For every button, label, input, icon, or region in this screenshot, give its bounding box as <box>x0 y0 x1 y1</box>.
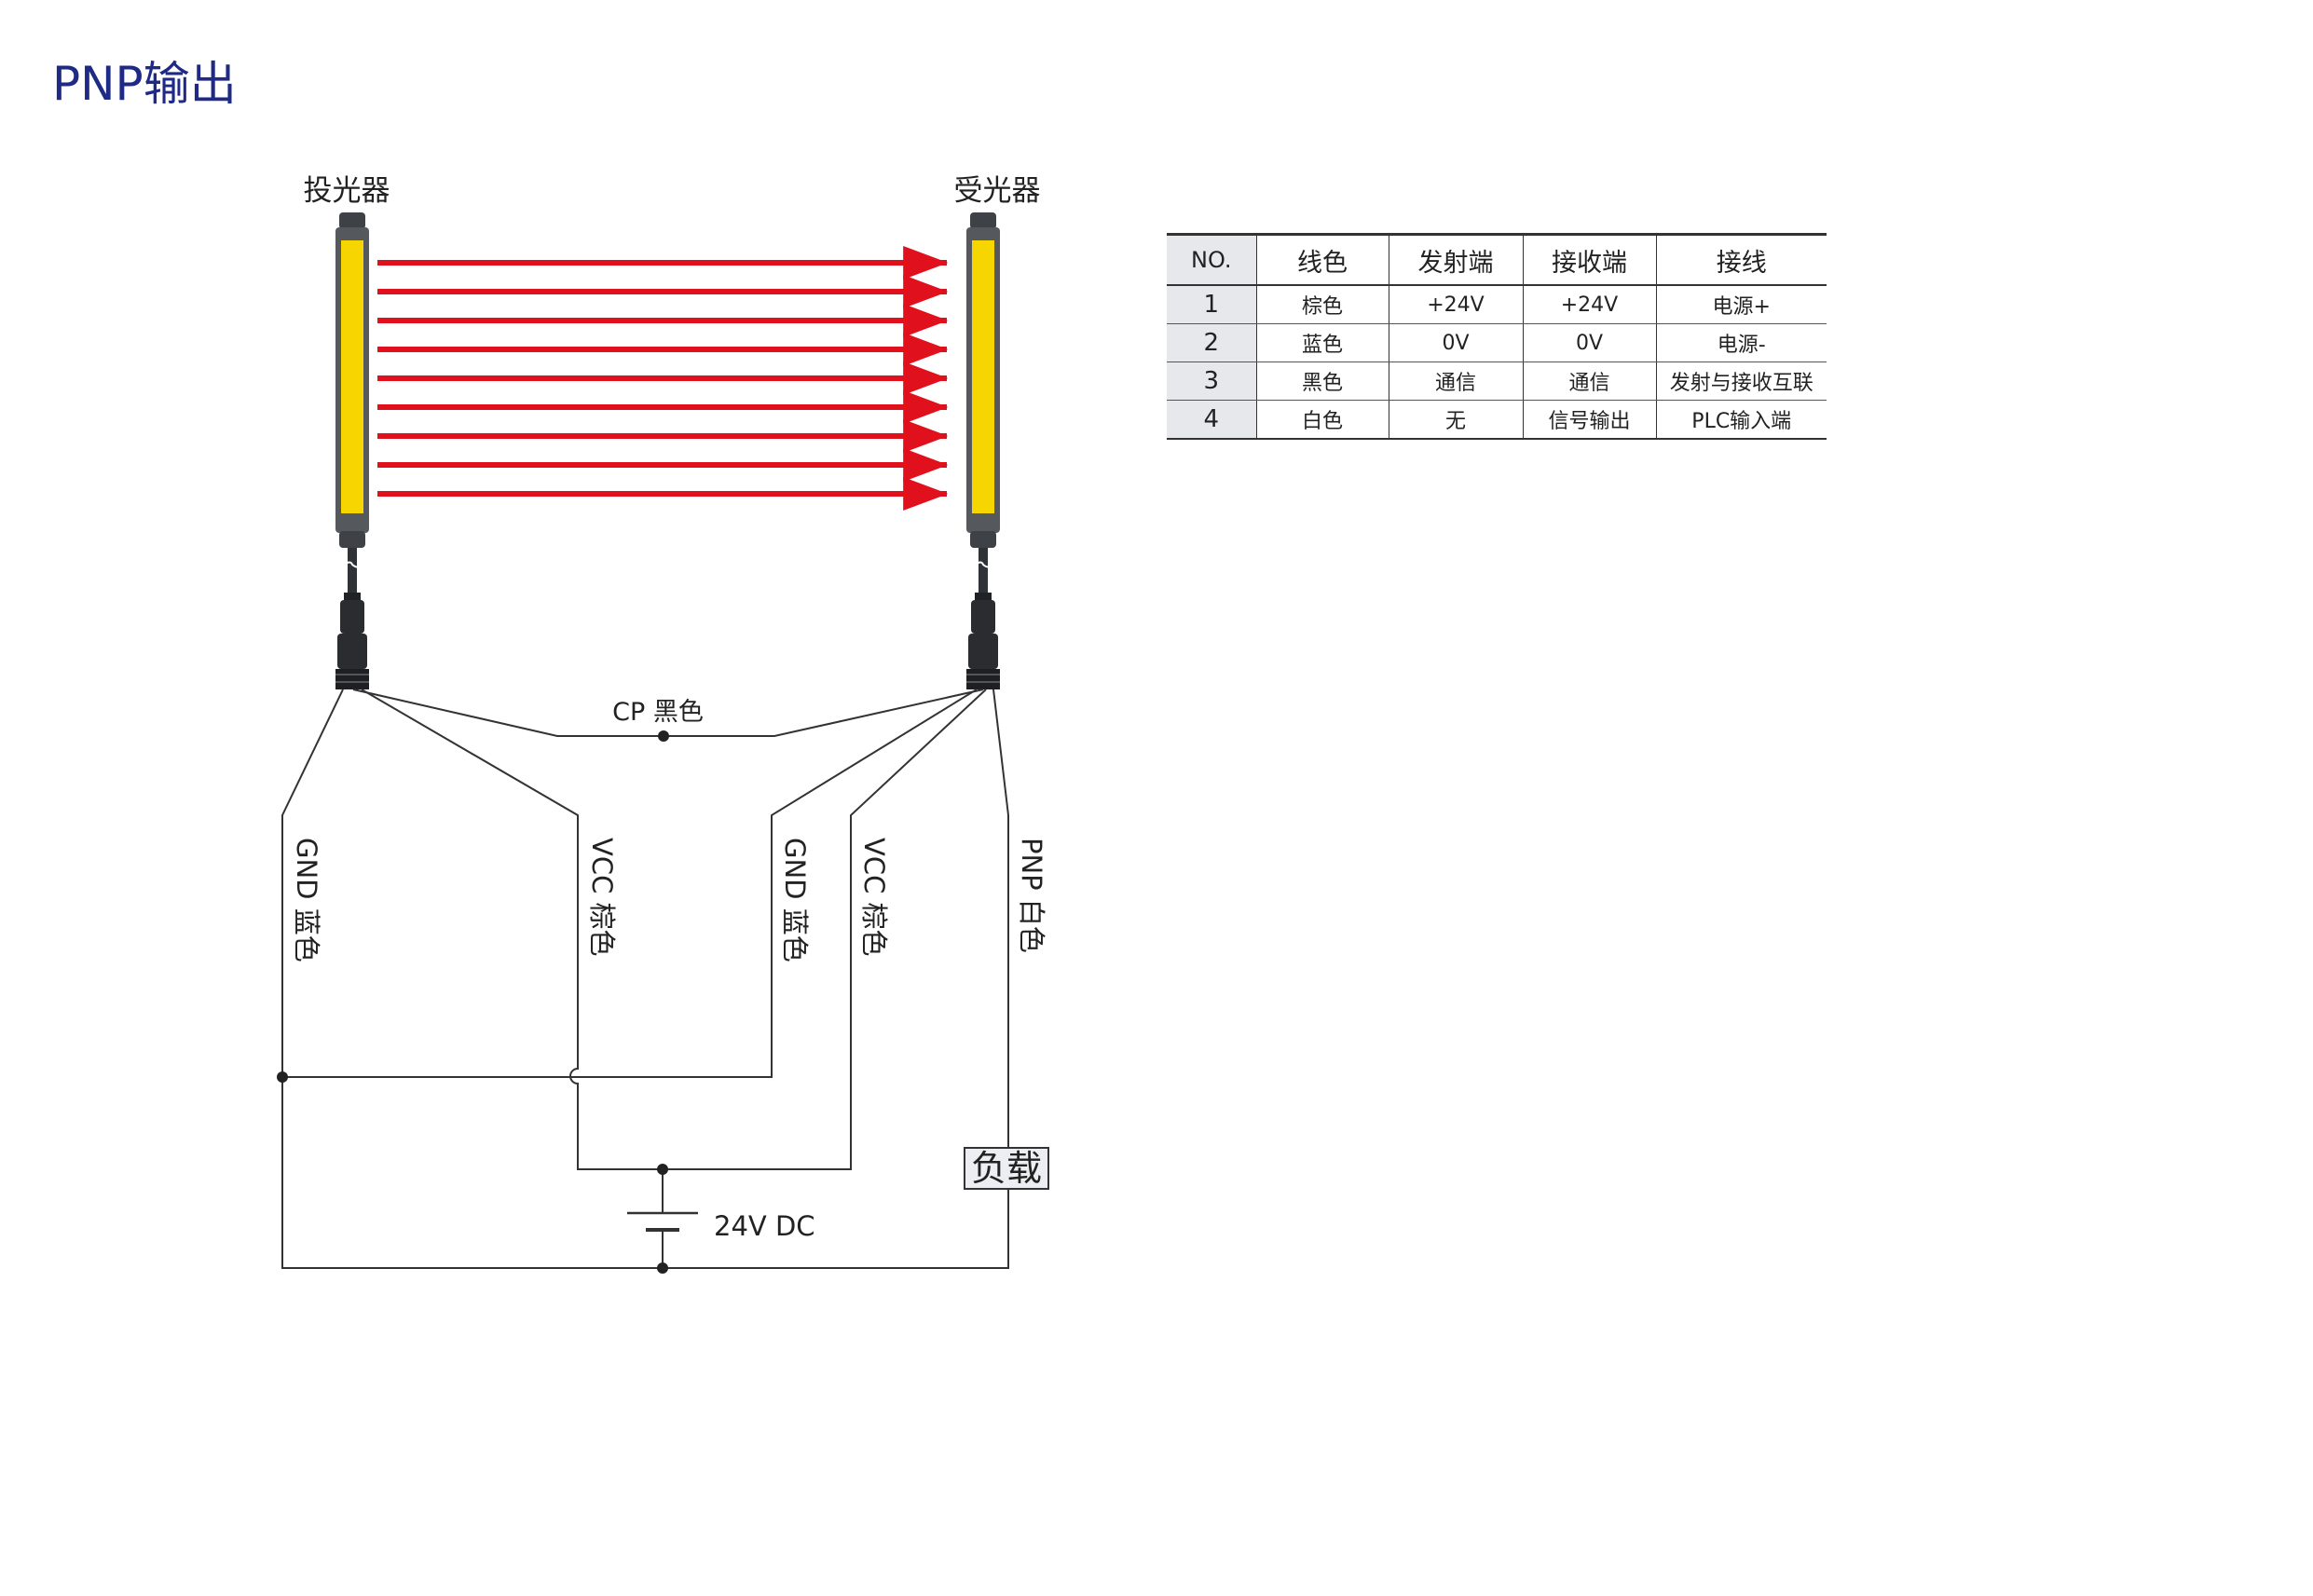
cell-wire-color: 白色 <box>1255 400 1389 440</box>
page-title: PNP输出 <box>52 57 237 111</box>
load-label: 负载 <box>971 1148 1042 1189</box>
receiver-gnd-label: GND 蓝色 <box>779 838 811 962</box>
receiver-pnp-wire <box>992 689 1009 1148</box>
emitter-gnd-wire <box>281 689 344 1077</box>
receiver-vcc-label: VCC 棕色 <box>858 838 890 957</box>
header-connection: 接线 <box>1655 233 1827 286</box>
table-header-row: NO. 线色 发射端 接收端 接线 <box>1167 233 1827 286</box>
cell-receiver: 信号输出 <box>1522 400 1656 440</box>
cell-wire-color: 棕色 <box>1255 285 1389 324</box>
cell-receiver: 0V <box>1522 323 1656 362</box>
table-row: 2 蓝色 0V 0V 电源- <box>1167 323 1827 362</box>
receiver-gnd-wire <box>282 689 978 1078</box>
cell-no: 2 <box>1167 323 1256 362</box>
cell-emitter: 0V <box>1388 323 1523 362</box>
cell-wire-color: 黑色 <box>1255 361 1389 401</box>
wiring <box>281 689 1009 1269</box>
power-supply-label: 24V DC <box>714 1210 815 1242</box>
load-box: 负载 <box>964 1147 1049 1190</box>
emitter-sensor <box>335 212 369 689</box>
cell-wire-color: 蓝色 <box>1255 323 1389 362</box>
emitter-vcc-label: VCC 棕色 <box>586 838 618 957</box>
cell-emitter: 通信 <box>1388 361 1523 401</box>
cell-connection: 电源- <box>1655 323 1827 362</box>
receiver-vcc-wire <box>663 689 987 1170</box>
cell-no: 4 <box>1167 400 1256 440</box>
cell-no: 1 <box>1167 285 1256 324</box>
load-return-wire <box>663 1189 1009 1269</box>
cell-connection: 电源+ <box>1655 285 1827 324</box>
junction-dots <box>277 730 669 1274</box>
header-no: NO. <box>1167 233 1256 286</box>
receiver-pnp-label: PNP 白色 <box>1016 838 1047 953</box>
ground-return-wire <box>281 1077 663 1269</box>
wiring-table: NO. 线色 发射端 接收端 接线 1 棕色 +24V +24V 电源+ 2 蓝… <box>1167 233 1827 440</box>
cell-emitter: +24V <box>1388 285 1523 324</box>
header-receiver: 接收端 <box>1522 233 1656 286</box>
cell-no: 3 <box>1167 361 1256 401</box>
header-wire-color: 线色 <box>1255 233 1389 286</box>
table-row: 4 白色 无 信号输出 PLC输入端 <box>1167 400 1827 440</box>
receiver-label: 受光器 <box>954 174 1041 208</box>
cell-emitter: 无 <box>1388 400 1523 440</box>
cp-wire-label: CP 黑色 <box>612 698 704 727</box>
table-row: 1 棕色 +24V +24V 电源+ <box>1167 285 1827 324</box>
table-row: 3 黑色 通信 通信 发射与接收互联 <box>1167 361 1827 401</box>
cell-receiver: +24V <box>1522 285 1656 324</box>
light-beams <box>377 246 949 511</box>
receiver-sensor <box>966 212 1000 689</box>
header-emitter: 发射端 <box>1388 233 1523 286</box>
emitter-gnd-label: GND 蓝色 <box>291 838 322 962</box>
cell-connection: 发射与接收互联 <box>1655 361 1827 401</box>
emitter-label: 投光器 <box>304 174 390 208</box>
cell-receiver: 通信 <box>1522 361 1656 401</box>
cell-connection: PLC输入端 <box>1655 400 1827 440</box>
